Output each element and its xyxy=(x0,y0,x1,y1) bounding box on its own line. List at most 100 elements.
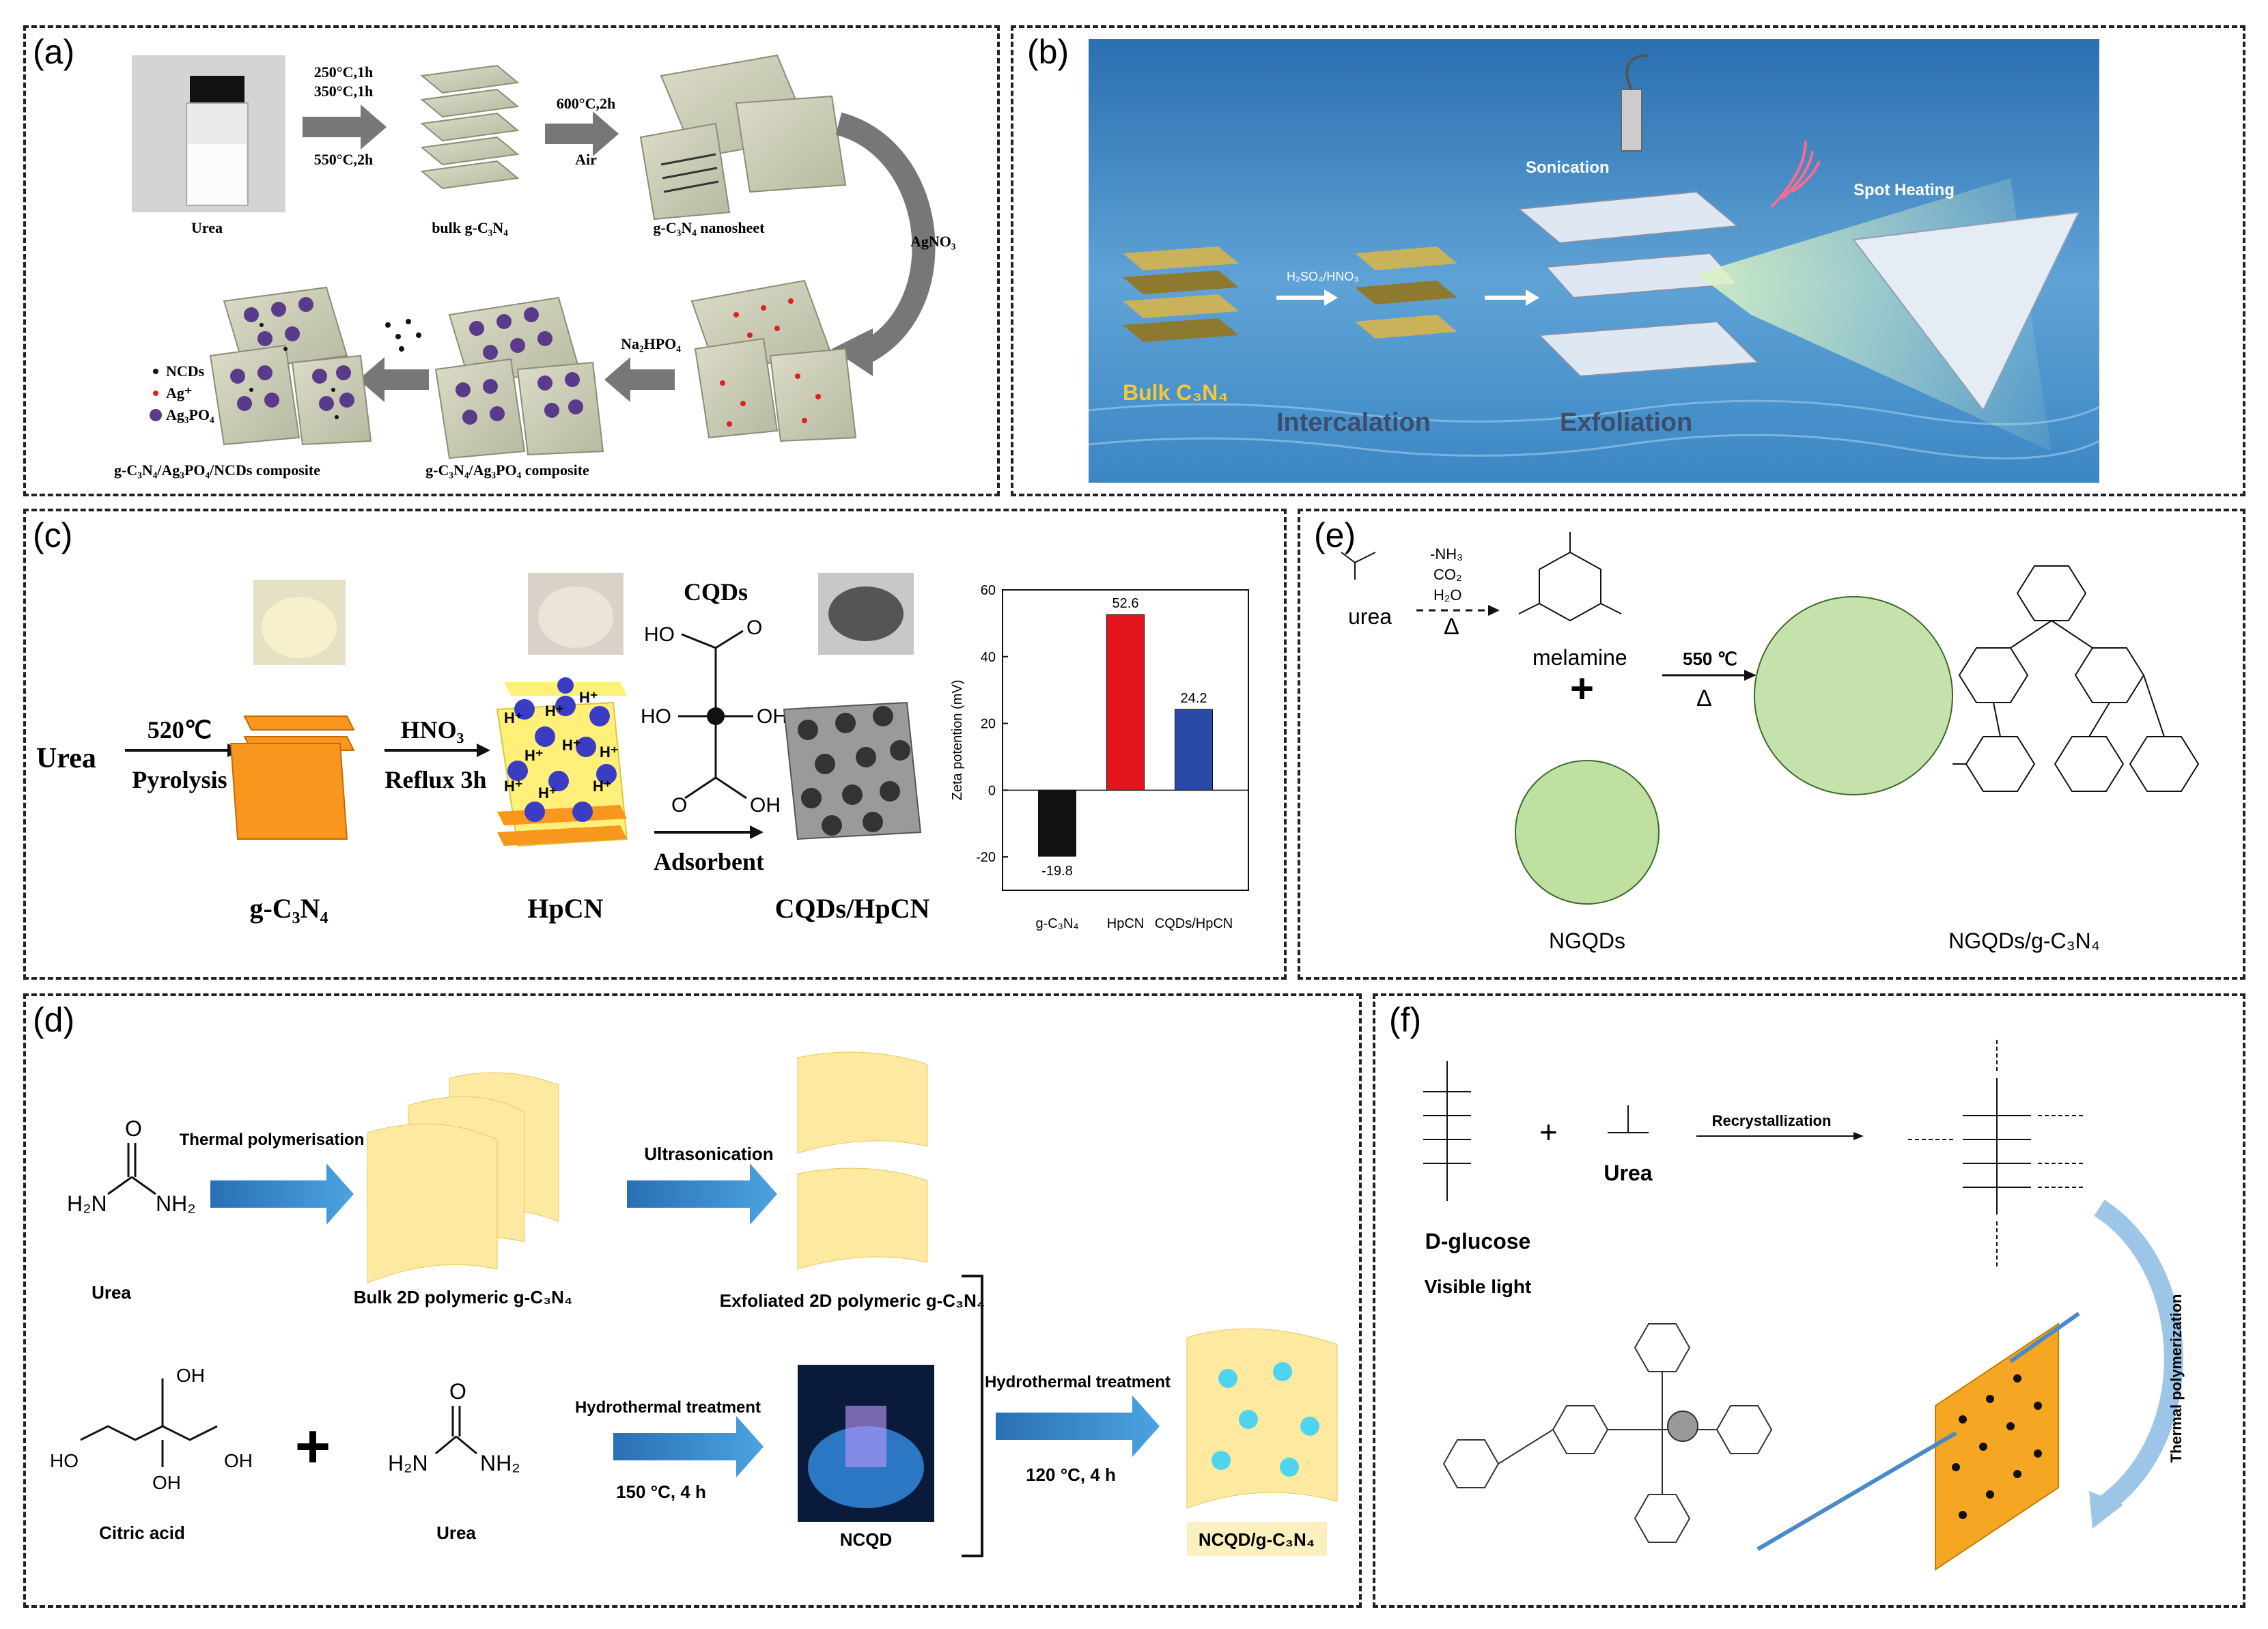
curved-arrow-agno3 xyxy=(832,112,936,376)
visible-light-label: Visible light xyxy=(1425,1276,1532,1297)
svg-text:H₂N: H₂N xyxy=(388,1451,428,1475)
svg-text:H⁺: H⁺ xyxy=(593,778,612,795)
panel-d: (d) O H₂N NH₂ Urea Thermal polymerisatio… xyxy=(23,993,1362,1608)
urea-caption-f: Urea xyxy=(1604,1161,1652,1185)
sonication-label: Sonication xyxy=(1526,158,1610,177)
y-tick-label: -20 xyxy=(976,850,996,865)
sonication-probe xyxy=(1621,54,1649,152)
exfoliated-caption: Exfoliated 2D polymeric g-C₃N₄ xyxy=(720,1290,985,1311)
cqds-hpcn-dots xyxy=(798,706,910,836)
svg-text:H⁺: H⁺ xyxy=(524,747,544,764)
svg-text:OH: OH xyxy=(750,794,781,817)
ncd-dots xyxy=(385,319,421,352)
x-category-label: CQDs/HpCN xyxy=(1155,916,1233,931)
ngqd-product xyxy=(1754,596,1953,795)
legend-ag-ion: Ag⁺ xyxy=(166,384,193,401)
urea-label-e: urea xyxy=(1348,604,1392,629)
dglucose-caption: D-glucose xyxy=(1425,1229,1531,1253)
cond-550: 550°C,2h xyxy=(314,151,373,168)
reflux-label: Reflux 3h xyxy=(384,766,486,793)
panel-f: (f) + D-glucose Urea Recrystallization xyxy=(1373,993,2245,1608)
legend-ncds: NCDs xyxy=(166,363,205,380)
arrow-a1 xyxy=(303,104,387,150)
intercalated-stack xyxy=(1355,246,1457,339)
glucose-structure xyxy=(1423,1061,1471,1201)
x-category-label: g-C₃N₄ xyxy=(1036,916,1079,931)
bulk-caption: bulk g-C₃N₄ xyxy=(432,219,508,236)
panel-a-diagram: (a) Urea 250°C,1h 350°C,1h 550°C,2h bulk… xyxy=(33,33,956,479)
svg-text:H₂N: H₂N xyxy=(67,1191,107,1216)
citric-acid-structure xyxy=(80,1378,218,1467)
ag-loaded-sheets xyxy=(690,279,857,442)
svg-text:O: O xyxy=(125,1116,142,1141)
orange-slab xyxy=(1935,1322,2059,1571)
spot-heating-label: Spot Heating xyxy=(1853,181,1955,199)
hydro2-label: Hydrothermal treatment xyxy=(985,1373,1171,1391)
urea-vial-photo xyxy=(132,55,285,212)
melamine-label: melamine xyxy=(1532,645,1627,670)
urea-structure-d1 xyxy=(107,1143,156,1195)
panel-f-label: (f) xyxy=(1389,1001,1421,1039)
panel-b-diagram: (b) Bulk C₃N₄ H₂SO₄/HNO₃ Intercalation xyxy=(1027,33,2100,483)
bulk-sheets xyxy=(420,64,520,190)
svg-text:H⁺: H⁺ xyxy=(504,778,523,795)
bulk-c3n4-stack xyxy=(1123,246,1239,342)
panel-e: (e) urea -NH₃ CO₂ H₂O Δ melamine + NGQDs… xyxy=(1298,509,2245,980)
bulk-2d-caption: Bulk 2D polymeric g-C₃N₄ xyxy=(354,1287,573,1307)
legend-ag3po4: Ag₃PO₄ xyxy=(166,406,214,423)
svg-text:H⁺: H⁺ xyxy=(545,703,564,720)
arrow-d1 xyxy=(210,1163,354,1225)
y-tick-label: 0 xyxy=(988,783,996,798)
panel-a-label: (a) xyxy=(33,33,74,71)
proton-labels: H⁺ H⁺ H⁺ H⁺ H⁺ H⁺ H⁺ H⁺ H⁺ xyxy=(504,689,619,802)
hno3-label: HNO₃ xyxy=(401,716,464,743)
urea-structure-e xyxy=(1341,552,1376,580)
bar-1 xyxy=(1106,614,1145,791)
hydro1-label: Hydrothermal treatment xyxy=(575,1398,761,1417)
recrystallization-label: Recrystallization xyxy=(1712,1112,1832,1129)
cond-h2o: H₂O xyxy=(1433,586,1462,604)
delta-1: Δ xyxy=(1444,614,1459,640)
intercalation-label: Intercalation xyxy=(1276,408,1431,437)
emission-arrow-2 xyxy=(1756,1431,1957,1551)
ultrasonication-label: Ultrasonication xyxy=(644,1144,773,1164)
temp-550: 550 ℃ xyxy=(1683,649,1737,669)
exfoliated-sheets xyxy=(1517,190,1760,378)
melamine-structure xyxy=(1518,532,1622,622)
ncqd-caption: NCQD xyxy=(840,1529,893,1550)
ngqd-sheet xyxy=(1515,760,1660,905)
cqd-atom-labels: HO O HO OH O OH xyxy=(641,617,787,817)
chart-frame xyxy=(1002,589,1249,891)
product-label-bg xyxy=(1187,1522,1327,1556)
acid-label: H₂SO₄/HNO₃ xyxy=(1287,270,1359,283)
agno3-label: AgNO₃ xyxy=(910,233,956,250)
svg-text:HO: HO xyxy=(50,1450,79,1471)
bar-value-label: 52.6 xyxy=(1112,596,1139,611)
panel-e-diagram: (e) urea -NH₃ CO₂ H₂O Δ melamine + NGQDs… xyxy=(1314,516,2200,953)
arrow-d3 xyxy=(613,1416,764,1477)
urea-caption-d2: Urea xyxy=(436,1522,476,1543)
thermal-arrow xyxy=(2094,1200,2183,1516)
ag-ions xyxy=(720,298,821,427)
panel-f-diagram: (f) + D-glucose Urea Recrystallization xyxy=(1389,1001,2185,1571)
urea-caption-d1: Urea xyxy=(92,1282,131,1303)
cond-120: 120 °C, 4 h xyxy=(1026,1464,1116,1485)
cond-co2: CO₂ xyxy=(1433,566,1462,583)
glucose-urea-complex xyxy=(1908,1037,2086,1269)
adsorbent-label: Adsorbent xyxy=(654,848,764,875)
svg-text:NH₂: NH₂ xyxy=(480,1451,520,1475)
cond-350: 350°C,1h xyxy=(314,83,373,100)
cqd-molecule xyxy=(678,629,753,799)
arrow-d4 xyxy=(996,1396,1160,1457)
gc3n4-network xyxy=(1952,565,2200,792)
hpcn-particles xyxy=(507,677,617,822)
cond-250: 250°C,1h xyxy=(314,63,373,81)
bar-value-label: -19.8 xyxy=(1041,864,1073,879)
panel-e-label: (e) xyxy=(1314,516,1356,554)
arrow-d2 xyxy=(627,1163,777,1225)
svg-text:OH: OH xyxy=(757,705,787,728)
ag3po4-particles-1 xyxy=(456,307,583,425)
svg-text:OH: OH xyxy=(176,1365,205,1386)
ag3po4-particles-2 xyxy=(230,297,354,411)
cond-600: 600°C,2h xyxy=(557,95,615,112)
